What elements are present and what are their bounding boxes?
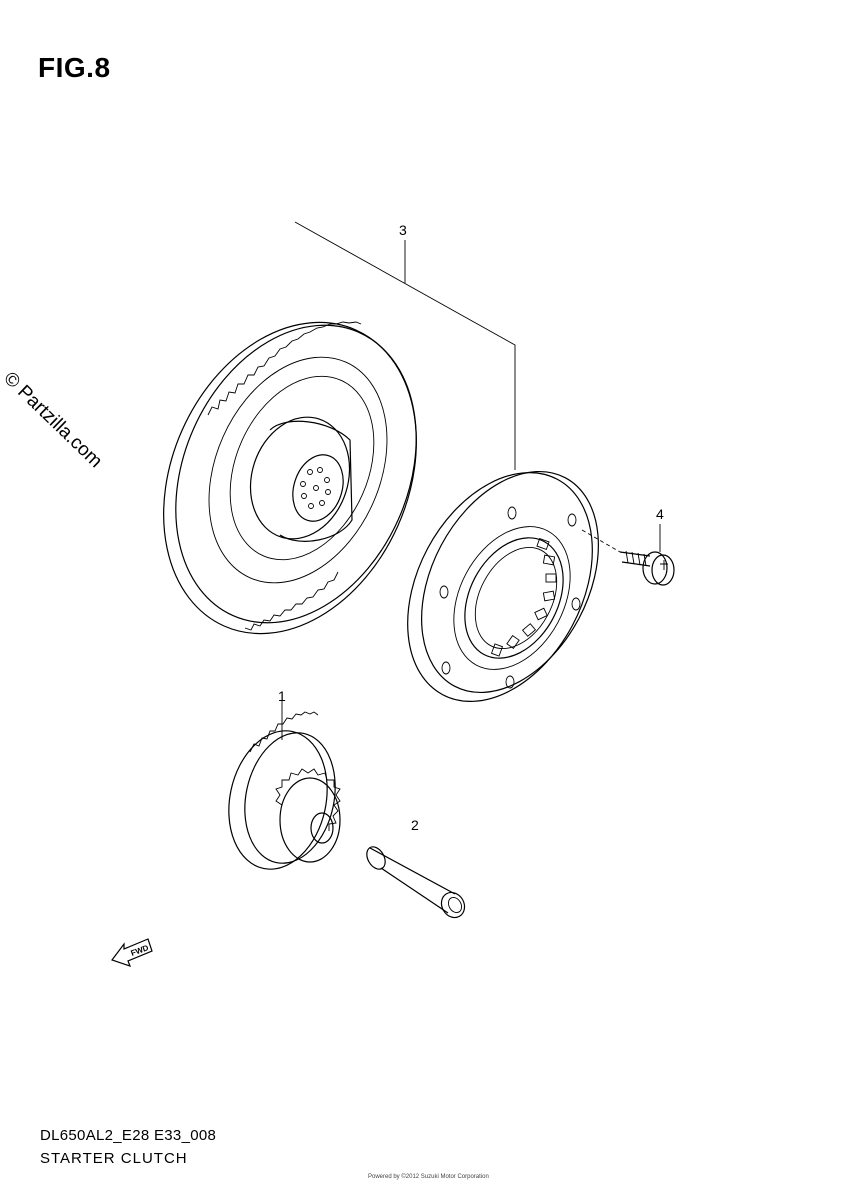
- diagram-caption: STARTER CLUTCH: [40, 1150, 188, 1167]
- fine-print: Powered by ©2012 Suzuki Motor Corporatio…: [368, 1174, 489, 1180]
- part-idle-gear-shaft[interactable]: [363, 844, 469, 922]
- leader-line-3: [294, 221, 516, 470]
- clutch-sprags: [490, 537, 557, 657]
- bolt-holes: [439, 506, 581, 689]
- figure-title: FIG.8: [38, 52, 111, 83]
- callout-3: 3: [399, 222, 407, 238]
- small-gear: [275, 768, 341, 863]
- callout-4: 4: [656, 506, 664, 522]
- callout-2: 2: [411, 817, 419, 833]
- part-starter-driven-gear[interactable]: [116, 282, 463, 674]
- part-bolt[interactable]: [581, 524, 675, 586]
- forward-direction-arrow: FWD: [111, 938, 153, 967]
- hub-needle-holes: [300, 467, 331, 509]
- gear-teeth-bottom: [244, 571, 339, 631]
- callout-1: 1: [278, 688, 286, 704]
- part-starter-idle-gear[interactable]: [216, 700, 346, 878]
- part-starter-clutch-housing[interactable]: [370, 441, 634, 733]
- gear-teeth-top: [207, 321, 362, 416]
- diagram-code: DL650AL2_E28 E33_008: [40, 1127, 217, 1144]
